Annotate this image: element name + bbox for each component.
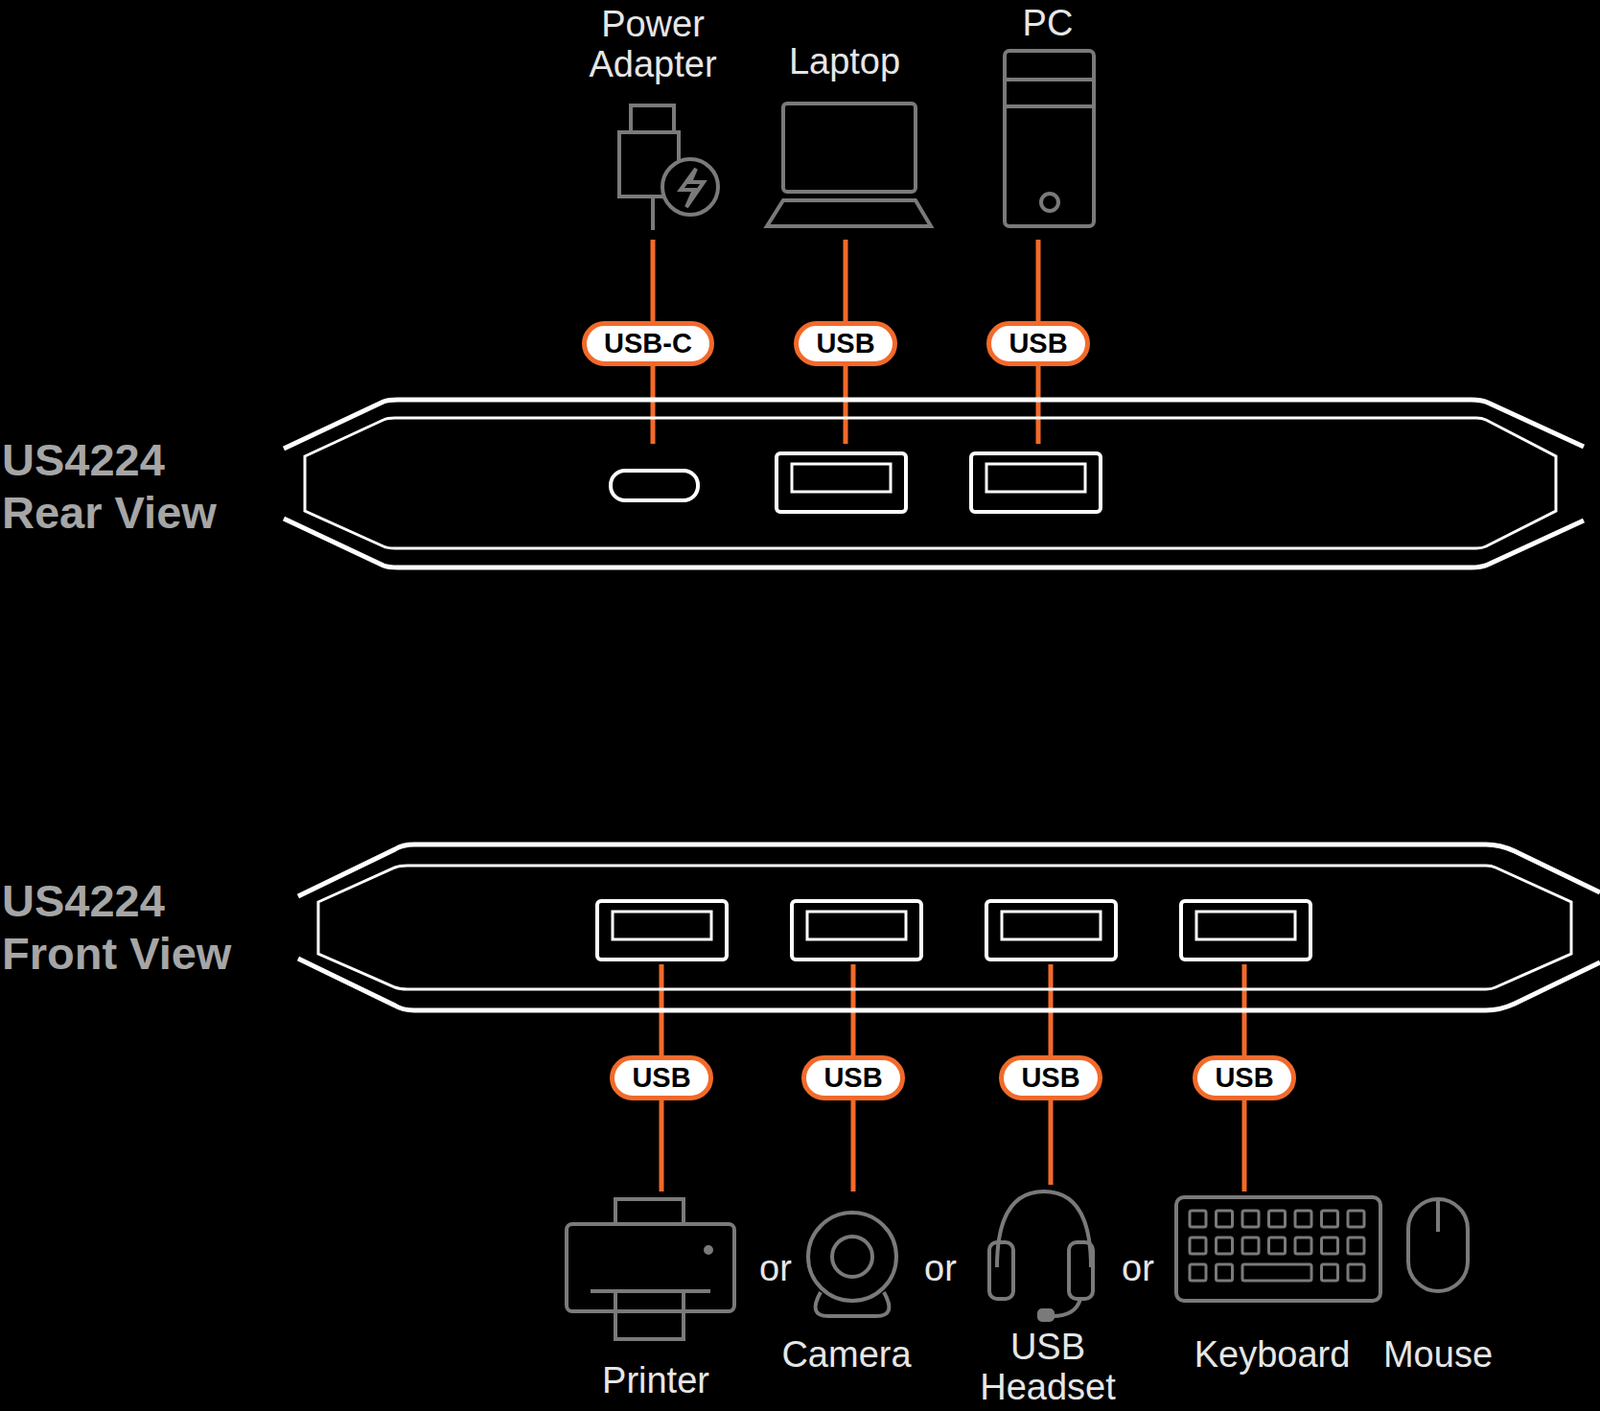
keyboard-key — [1321, 1264, 1339, 1281]
keyboard-key — [1295, 1210, 1312, 1228]
device-name: Laptop — [788, 41, 901, 82]
usb-a-tongue — [1196, 911, 1296, 940]
keyboard-key — [1189, 1237, 1206, 1254]
plug-cable — [650, 196, 655, 231]
connector-pill: USB — [609, 1055, 713, 1101]
keyboard-key — [1269, 1237, 1286, 1254]
device-name: Camera — [781, 1334, 911, 1375]
drive-bay — [1004, 77, 1094, 82]
pc-tower — [1004, 50, 1094, 227]
keyboard-key — [1321, 1237, 1339, 1254]
usb-a-port — [971, 453, 1101, 512]
device-icons — [566, 50, 1468, 1340]
device-name: Power Adapter — [556, 3, 749, 85]
housing-inner — [318, 865, 1572, 990]
device-name: PC — [1022, 2, 1074, 44]
keyboard-key — [1216, 1237, 1233, 1254]
keyboard-key — [1295, 1237, 1312, 1254]
keyboard-key — [1189, 1210, 1206, 1228]
connector-label: USB-C — [603, 327, 693, 359]
keyboard-key — [1269, 1210, 1286, 1228]
view-title: US4224 Rear View — [1, 433, 266, 539]
usb-a-tongue — [612, 911, 712, 940]
camera-body — [808, 1212, 897, 1301]
housing-inner — [304, 417, 1556, 549]
printer-body — [566, 1224, 735, 1312]
keyboard-key — [1242, 1264, 1312, 1281]
usb-a-port — [791, 901, 922, 960]
keyboard-key — [1347, 1237, 1365, 1254]
connector-pill: USB — [986, 321, 1090, 367]
keyboard-key — [1216, 1210, 1233, 1228]
keyboard-key — [1216, 1264, 1233, 1281]
connector-label: USB — [815, 327, 875, 359]
camera-lens — [832, 1236, 873, 1277]
usb-a-tongue — [986, 463, 1086, 492]
device-name: Mouse — [1383, 1334, 1493, 1375]
printer-paper-out — [615, 1291, 684, 1340]
housing-outline — [283, 518, 1584, 568]
usb-c-port — [610, 470, 698, 501]
housing-outline — [298, 958, 1600, 1011]
cable-lines — [652, 239, 1245, 1192]
device-name: Keyboard — [1194, 1334, 1351, 1375]
usb-a-port — [776, 453, 906, 512]
camera-stand — [815, 1292, 890, 1317]
power-badge — [662, 159, 719, 215]
keyboard-keys — [1189, 1210, 1365, 1281]
printer-led — [705, 1247, 712, 1253]
plug-tip — [630, 105, 674, 133]
keyboard-key — [1347, 1264, 1365, 1281]
keyboard-key — [1347, 1210, 1365, 1228]
connector-pill: USB — [801, 1055, 905, 1101]
headset-mic — [1039, 1310, 1053, 1321]
printer-paper-in — [615, 1199, 684, 1225]
housing-outline — [298, 844, 1600, 897]
headset-cup — [1068, 1242, 1093, 1299]
or-word: or — [759, 1248, 792, 1289]
headset-cup — [989, 1242, 1014, 1299]
keyboard-body — [1176, 1197, 1381, 1301]
laptop-screen — [783, 103, 916, 192]
or-word: or — [1121, 1248, 1155, 1289]
usb-a-port — [597, 901, 727, 960]
connector-pill: USB — [1192, 1055, 1296, 1101]
headset-band — [997, 1191, 1091, 1268]
usb-a-port — [986, 901, 1116, 960]
housings — [283, 399, 1600, 1011]
view-title: US4224 Front View — [1, 874, 271, 980]
usb-a-port — [1181, 901, 1311, 960]
mouse-button-split — [1436, 1199, 1440, 1232]
lightning-bolt — [680, 168, 704, 208]
connector-label: USB — [631, 1062, 691, 1093]
device-name: USB Headset — [966, 1326, 1130, 1408]
device-name: Printer — [602, 1360, 710, 1401]
housing-outline — [283, 399, 1584, 449]
drive-bay — [1004, 104, 1094, 109]
headset-mic-arm — [1052, 1298, 1081, 1317]
or-word: or — [924, 1248, 957, 1289]
connector-label: USB — [1008, 327, 1067, 359]
usb-a-tongue — [791, 463, 891, 492]
connector-pill: USB — [998, 1055, 1102, 1101]
mouse-body — [1408, 1199, 1468, 1292]
connector-pill: USB — [793, 321, 897, 367]
connector-label: USB — [1214, 1062, 1274, 1093]
keyboard-key — [1242, 1237, 1259, 1254]
power-button — [1041, 193, 1059, 211]
usb-a-tongue — [1001, 911, 1101, 940]
connector-label: USB — [823, 1062, 882, 1093]
keyboard-key — [1242, 1210, 1259, 1228]
keyboard-key — [1189, 1264, 1206, 1281]
connector-pill: USB-C — [581, 321, 715, 367]
connector-label: USB — [1020, 1062, 1080, 1093]
laptop-base — [766, 200, 931, 227]
keyboard-key — [1321, 1210, 1339, 1228]
usb-a-tongue — [807, 911, 906, 940]
